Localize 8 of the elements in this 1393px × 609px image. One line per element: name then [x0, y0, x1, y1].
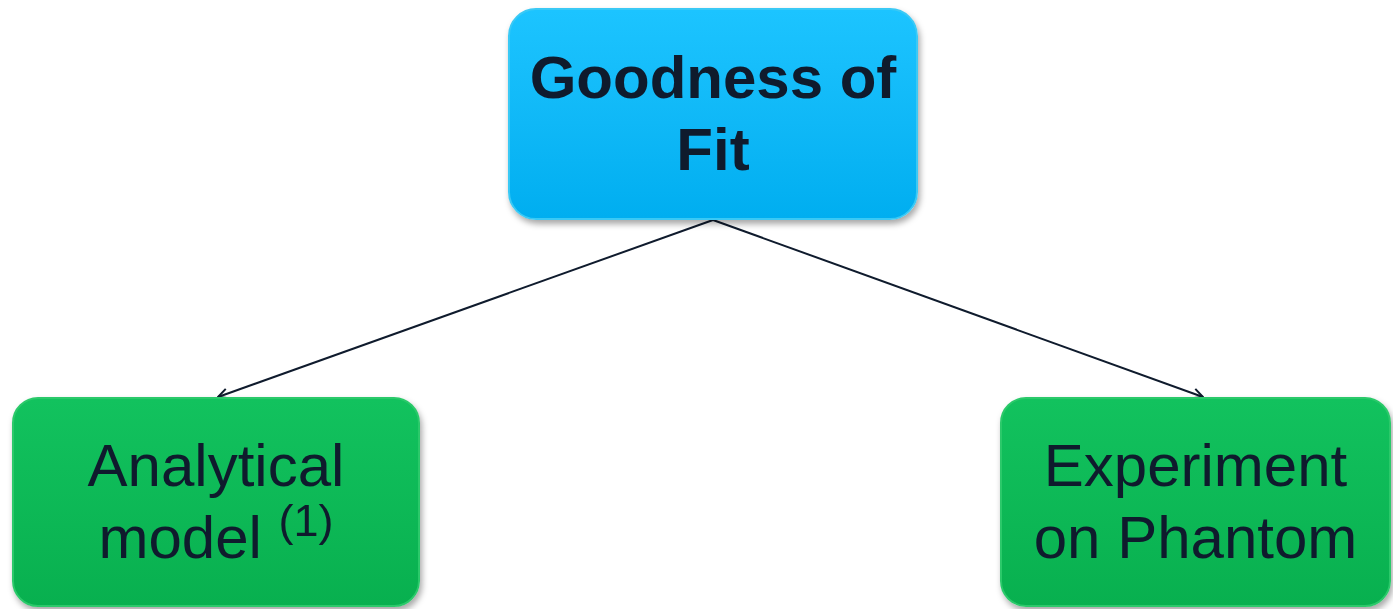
- process-box: [1000, 397, 1391, 607]
- box-label: Analytical model $^{(1)}$: [86, 431, 346, 573]
- box-label: Goodness of Fit: [528, 43, 898, 185]
- process-box: [508, 8, 918, 220]
- arrow: [217, 219, 714, 400]
- process-box: [12, 397, 420, 607]
- arrow: [712, 219, 1204, 400]
- box-label: Experiment on Phantom: [1032, 431, 1359, 573]
